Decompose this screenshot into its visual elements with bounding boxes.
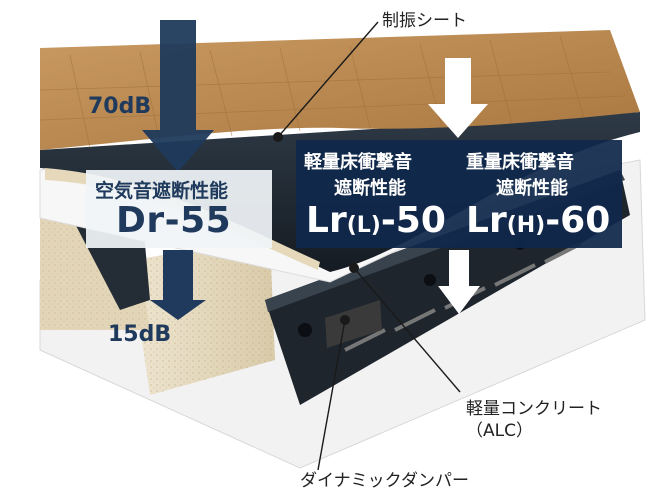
dynamic-damper-block bbox=[325, 300, 382, 348]
heavy-rating-subscript: (H) bbox=[506, 213, 546, 238]
input-sound-level: 70dB bbox=[88, 94, 152, 119]
joist-hole-1 bbox=[298, 323, 312, 337]
airborne-sound-arrow bbox=[142, 20, 214, 320]
impact-rating-panel: 軽量床衝撃音 遮断性能 Lr(L)-50 重量床衝撃音 遮断性能 Lr(H)-6… bbox=[296, 140, 622, 248]
heavy-impact-subtitle: 遮断性能 bbox=[496, 178, 568, 199]
dynamic-damper-label: ダイナミックダンパー bbox=[300, 471, 469, 491]
heavy-impact-title: 重量床衝撃音 bbox=[466, 152, 574, 173]
callout-line-damper bbox=[317, 319, 346, 471]
light-rating-subscript: (L) bbox=[346, 213, 381, 238]
impact-arrow-head-upper bbox=[428, 104, 488, 138]
callout-dot-damping-sheet bbox=[273, 132, 283, 142]
airborne-arrow-head-upper bbox=[142, 130, 214, 172]
airborne-arrow-head-lower bbox=[150, 300, 206, 320]
concrete-label-alc: （ALC） bbox=[466, 421, 533, 441]
airborne-rating-panel: 空気音遮断性能 Dr-55 bbox=[86, 170, 272, 248]
impact-sound-arrow bbox=[428, 58, 488, 314]
airborne-title: 空気音遮断性能 bbox=[95, 180, 229, 202]
joist-hole-2 bbox=[424, 274, 436, 286]
output-sound-level: 15dB bbox=[108, 322, 172, 347]
light-rating-suffix: -50 bbox=[380, 200, 446, 241]
heavy-impact-rating: Lr(H)-60 bbox=[466, 200, 610, 241]
callout-dot-concrete bbox=[349, 263, 359, 273]
heavy-rating-prefix: Lr bbox=[466, 200, 507, 241]
impact-arrow-shaft-lower bbox=[449, 250, 469, 286]
impact-arrow-shaft-upper bbox=[445, 58, 471, 104]
callout-dot-damper bbox=[340, 315, 350, 325]
callout-line-concrete bbox=[353, 267, 461, 393]
light-impact-subtitle: 遮断性能 bbox=[334, 178, 406, 199]
wood-grain-lines bbox=[39, 35, 626, 149]
damping-sheet-label: 制振シート bbox=[382, 11, 467, 31]
callout-lines bbox=[277, 21, 461, 471]
heavy-rating-suffix: -60 bbox=[545, 200, 611, 241]
alc-upper-panel bbox=[45, 168, 320, 270]
impact-arrow-head-lower bbox=[438, 286, 480, 314]
light-impact-title: 軽量床衝撃音 bbox=[304, 152, 412, 173]
airborne-arrow-shaft-upper bbox=[160, 20, 196, 130]
callout-line-damping-sheet bbox=[277, 21, 379, 138]
airborne-rating: Dr-55 bbox=[116, 200, 232, 241]
airborne-arrow-shaft-lower bbox=[163, 250, 193, 302]
light-impact-rating: Lr(L)-50 bbox=[306, 200, 446, 241]
light-rating-prefix: Lr bbox=[306, 200, 347, 241]
concrete-label: 軽量コンクリート bbox=[466, 399, 602, 419]
